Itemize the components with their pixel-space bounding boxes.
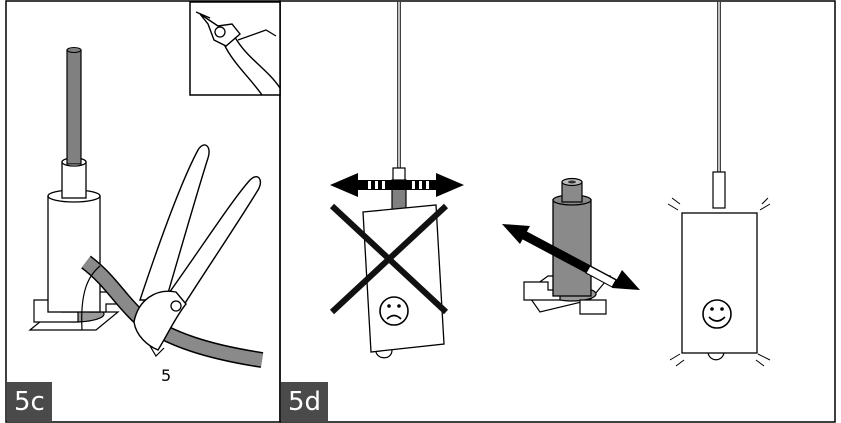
steel-rod xyxy=(66,49,82,165)
step-label-5c: 5c xyxy=(7,382,52,422)
panel-5d xyxy=(329,2,771,367)
diagonal-movement-arrow xyxy=(502,224,640,290)
sad-face-icon xyxy=(379,296,409,326)
step-label-5d: 5d xyxy=(281,382,329,422)
smiley-face-icon xyxy=(702,299,732,329)
panel-5c xyxy=(28,1,281,368)
sideways-movement-arrow xyxy=(330,173,464,197)
panel-plate xyxy=(681,212,758,354)
stable-marks xyxy=(667,197,771,367)
correct-example xyxy=(667,2,771,367)
panel-frames xyxy=(5,0,836,423)
pliers-icon xyxy=(133,144,262,357)
wrong-cross-icon xyxy=(329,203,449,315)
gripper-detail xyxy=(502,177,640,315)
wrong-example xyxy=(329,2,464,359)
panel-5d-frame xyxy=(279,0,836,423)
cable-gripper xyxy=(47,47,101,313)
callout-number: 5 xyxy=(161,366,172,385)
side-cutter-pliers-icon xyxy=(189,1,281,96)
panel-plate xyxy=(362,204,445,353)
